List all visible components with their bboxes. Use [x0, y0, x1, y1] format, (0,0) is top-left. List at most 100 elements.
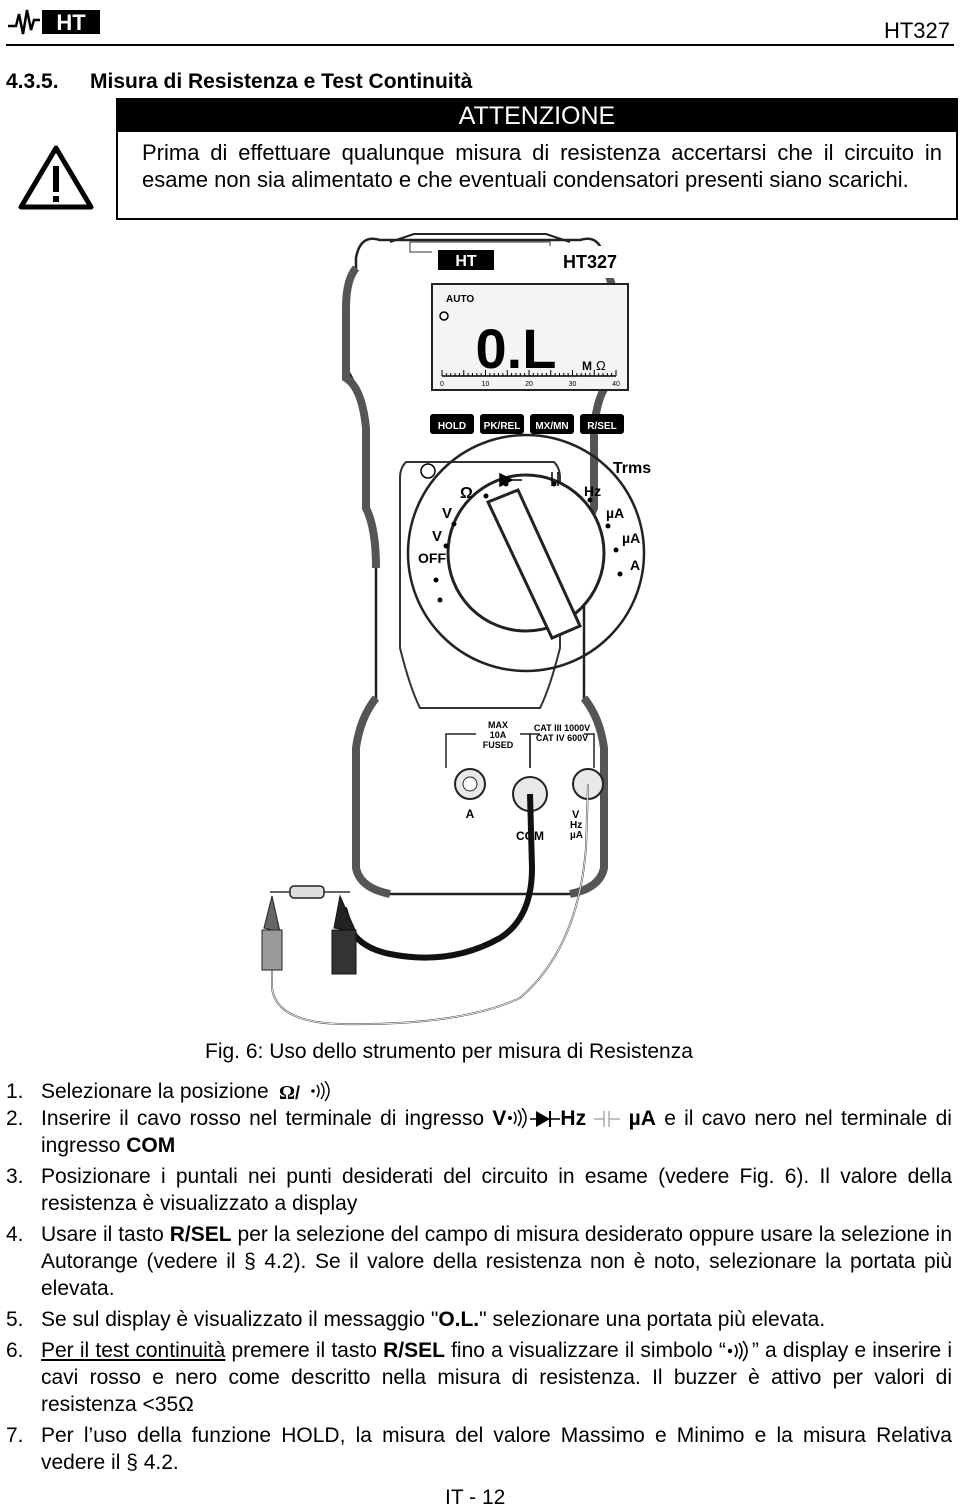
- capacitor-icon: [594, 1111, 621, 1128]
- step-5: 5. Se sul display è visualizzato il messa…: [6, 1306, 952, 1333]
- meter-button-pkrel[interactable]: PK/REL: [480, 414, 524, 434]
- rsel-key: R/SEL: [383, 1339, 445, 1362]
- display-unit-prefix: M: [582, 359, 592, 373]
- dial-ua-ac: µA: [622, 530, 640, 546]
- svg-text:/: /: [295, 1083, 300, 1103]
- dial-hz: Hz: [584, 483, 601, 499]
- step-text: Selezionare la posizione: [41, 1080, 269, 1103]
- trms-label: Trms: [613, 460, 651, 477]
- warning-box: ATTENZIONE Prima di effettuare qualunque…: [116, 98, 958, 220]
- step-text: Per l’uso della funzione HOLD, la misura…: [41, 1424, 952, 1474]
- dial-ua: µA: [606, 505, 624, 521]
- meter-button-label: HOLD: [438, 421, 466, 432]
- max-line-1: MAX: [488, 720, 508, 730]
- scale-label: 40: [612, 381, 620, 388]
- max-line-2: 10A: [490, 730, 507, 740]
- max-line-3: FUSED: [483, 740, 514, 750]
- step-text: ” a display e inserire i cavi rosso e ne…: [41, 1339, 952, 1416]
- step-text: Inserire il cavo rosso nel terminale di …: [41, 1107, 485, 1130]
- meter-button-hold[interactable]: HOLD: [430, 414, 474, 434]
- meter-brand: HT: [455, 253, 477, 270]
- page-number: IT - 12: [445, 1486, 506, 1509]
- ht-logo: HT: [8, 9, 100, 35]
- com-label: COM: [126, 1134, 176, 1157]
- figure-caption: Fig. 6: Uso dello strumento per misura d…: [205, 1040, 693, 1063]
- display-auto: AUTO: [446, 294, 474, 305]
- meter-button-label: MX/MN: [535, 421, 568, 432]
- step-text: Posizionare i puntali nei punti desidera…: [41, 1165, 952, 1215]
- dial-v-dc: V: [432, 528, 442, 545]
- step-text: " selezionare una portata più elevata.: [479, 1308, 826, 1331]
- step-number: 1.: [6, 1080, 24, 1103]
- meter-button-mxmn[interactable]: MX/MN: [530, 414, 574, 434]
- ol-message: O.L.: [438, 1308, 480, 1331]
- display-bar-scale: [441, 370, 617, 376]
- terminal-a-label: A: [466, 807, 475, 821]
- multimeter-figure: HT HT327 AUTO 0.L M Ω 0 10 20 30 40 HOLD PK/R…: [261, 233, 651, 1026]
- buzzer-diode-icon: [508, 1108, 561, 1129]
- terminal-hz-label: Hz: [570, 820, 582, 831]
- step-text: fino a visualizzare il simbolo “: [451, 1339, 726, 1362]
- step-number: 4.: [6, 1223, 24, 1246]
- terminal-ua-label: µA: [570, 830, 583, 841]
- section-heading: 4.3.5. Misura di Resistenza e Test Contin…: [6, 70, 472, 94]
- step-number: 3.: [6, 1165, 24, 1188]
- dial-v-ac: V: [442, 505, 452, 522]
- dial-knob: [485, 488, 583, 640]
- scale-label: 10: [482, 381, 490, 388]
- logo-text: HT: [56, 10, 86, 35]
- step-text: premere il tasto: [231, 1339, 377, 1362]
- section-title: Misura di Resistenza e Test Continuità: [90, 70, 473, 93]
- scale-label: 20: [525, 381, 533, 388]
- procedure-steps: 1. Selezionare la posizione Ω / 2. Inserir…: [6, 1078, 952, 1476]
- meter-button-label: R/SEL: [587, 421, 616, 432]
- step-4: 4. Usare il tasto R/SEL per la selezione …: [6, 1221, 952, 1302]
- resistor: [289, 885, 325, 899]
- section-number: 4.3.5.: [6, 70, 59, 93]
- step-number: 6.: [6, 1339, 24, 1362]
- step-text: e il cavo nero nel terminale di ingresso: [41, 1107, 952, 1157]
- step-3: 3. Posizionare i puntali nei punti deside…: [6, 1163, 952, 1217]
- dial-ohm: Ω: [460, 485, 473, 502]
- meter-button-rsel[interactable]: R/SEL: [580, 414, 624, 434]
- step-2: 2. Inserire il cavo rosso nel terminale d…: [6, 1105, 952, 1159]
- buzzer-icon: [727, 1340, 748, 1362]
- input-ua-label: µA: [628, 1107, 656, 1130]
- step-1: 1. Selezionare la posizione Ω /: [6, 1078, 952, 1105]
- step-text: Usare il tasto: [41, 1223, 164, 1246]
- warning-text: Prima di effettuare qualunque misura di …: [142, 140, 942, 192]
- scale-label: 0: [440, 381, 444, 388]
- step-number: 2.: [6, 1107, 24, 1130]
- header-rule: [6, 44, 954, 46]
- meter-model: HT327: [563, 252, 617, 272]
- step-number: 7.: [6, 1424, 24, 1447]
- input-hz-label: Hz: [560, 1107, 587, 1130]
- input-v-label: V: [492, 1107, 507, 1130]
- document-code: HT327: [883, 18, 950, 43]
- step-text: per la selezione del campo di misura des…: [41, 1223, 953, 1300]
- continuity-test-label: Per il test continuità: [41, 1339, 226, 1362]
- step-6: 6. Per il test continuità premere il tast…: [6, 1337, 952, 1418]
- ohm-continuity-icon: Ω /: [279, 1081, 330, 1103]
- cat-line-1: CAT III 1000V: [534, 723, 590, 733]
- display-unit: Ω: [596, 358, 606, 373]
- dial-off: OFF: [418, 550, 446, 566]
- meter-button-label: PK/REL: [484, 421, 521, 432]
- display-reading: 0.L: [476, 317, 557, 380]
- meter-display: [431, 283, 629, 391]
- rsel-key: R/SEL: [169, 1223, 232, 1246]
- scale-label: 30: [569, 381, 577, 388]
- rotary-dial-ring: [406, 433, 646, 673]
- step-text: Se sul display è visualizzato il messagg…: [41, 1308, 439, 1331]
- svg-text:Ω: Ω: [279, 1082, 295, 1103]
- step-number: 5.: [6, 1308, 24, 1331]
- cat-line-2: CAT IV 600V: [536, 733, 588, 743]
- warning-triangle-icon: [18, 145, 94, 210]
- terminal-v-label: V: [572, 809, 580, 821]
- display-scale-labels: 0 10 20 30 40: [440, 381, 620, 388]
- step-7: 7. Per l’uso della funzione HOLD, la misu…: [6, 1422, 952, 1476]
- dial-a: A: [630, 557, 640, 573]
- warning-title: ATTENZIONE: [118, 100, 956, 132]
- black-test-lead: [341, 793, 536, 961]
- meter-buttons: HOLD PK/REL MX/MN R/SEL: [430, 414, 624, 434]
